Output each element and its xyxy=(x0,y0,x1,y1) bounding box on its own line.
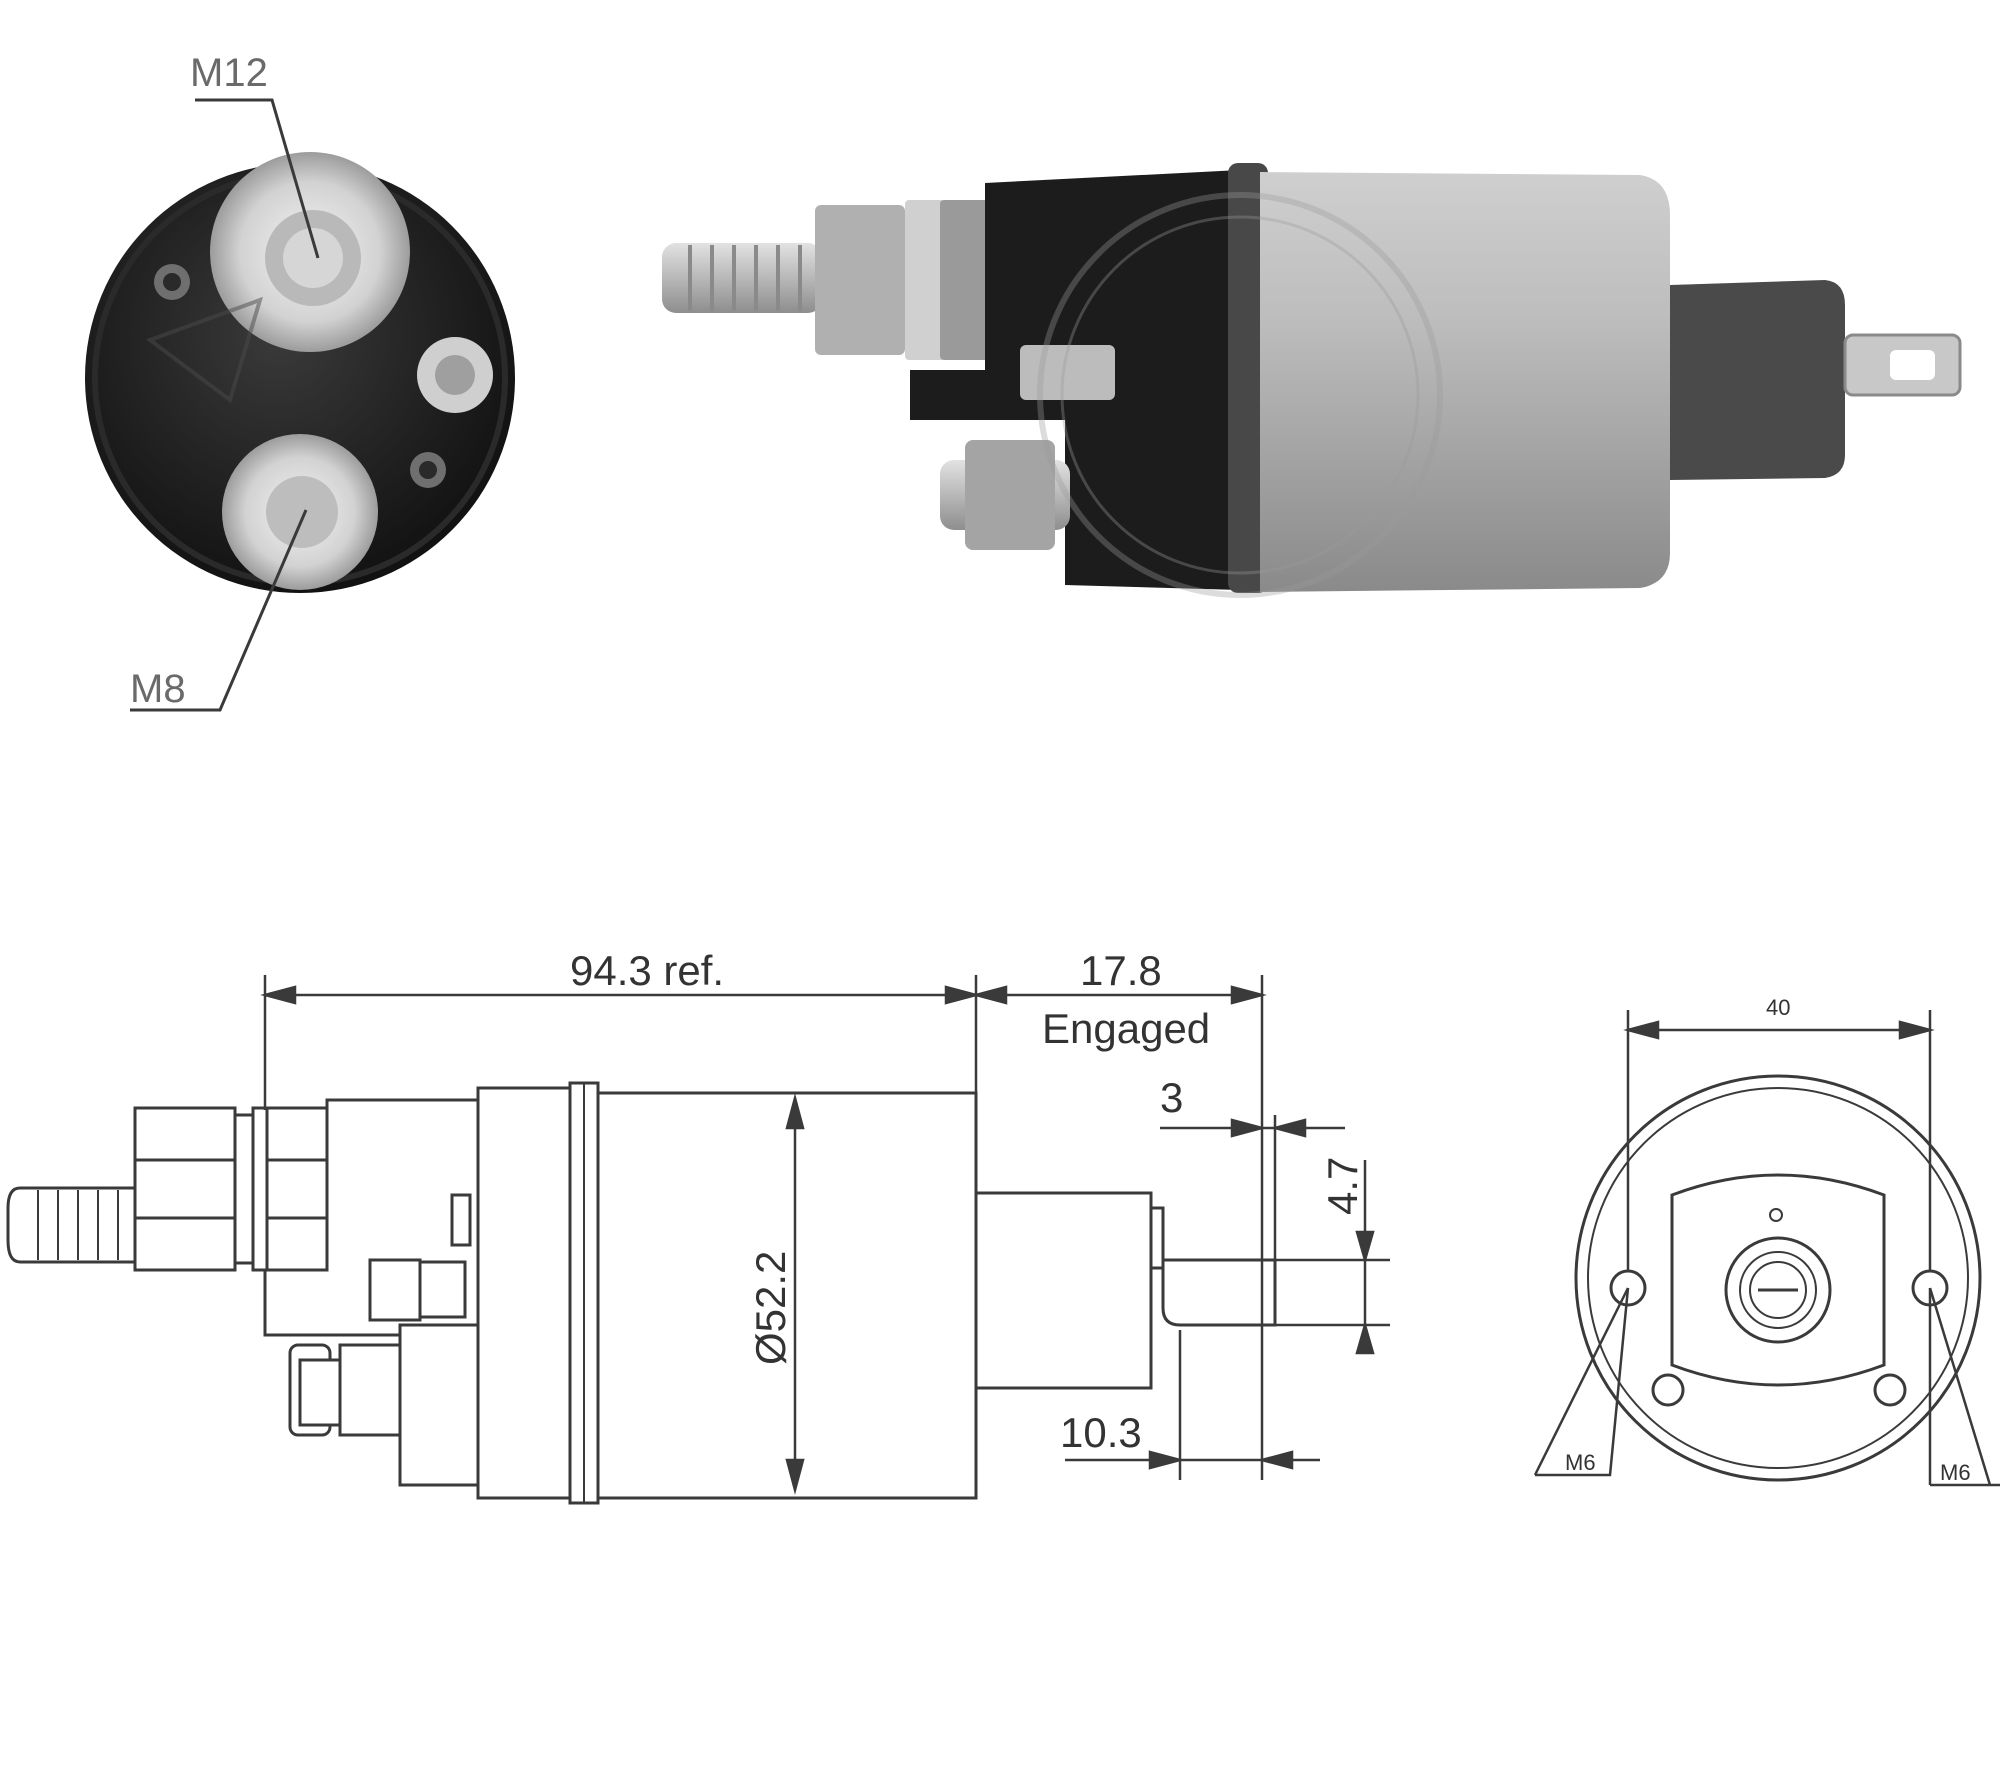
drawing-end-view xyxy=(1574,1074,1982,1482)
mounting-hole-icon xyxy=(1651,1373,1685,1407)
drawing-side-elevation xyxy=(6,1081,1277,1505)
dim-flange-spacing: 40 xyxy=(1766,995,1790,1020)
photo-side-view xyxy=(662,163,1962,598)
dim-length: 94.3 ref. xyxy=(570,947,724,994)
label-mount-left: M6 xyxy=(1565,1450,1596,1475)
label-m8: M8 xyxy=(130,667,186,711)
screw-icon xyxy=(410,452,446,488)
dimension-lines xyxy=(260,975,1390,1495)
photo-end-view: M12 M8 xyxy=(85,51,515,712)
end-view-dimensions xyxy=(1533,1010,2000,1487)
label-m12: M12 xyxy=(190,51,268,95)
label-mount-right: M6 xyxy=(1940,1460,1971,1485)
dim-stroke-note: Engaged xyxy=(1042,1005,1210,1052)
dim-gap: 3 xyxy=(1160,1074,1183,1121)
dimension-labels: 94.3 ref. 17.8 Engaged 3 4.7 10.3 Ø52.2 xyxy=(570,947,1366,1456)
dim-pin-length: 10.3 xyxy=(1060,1409,1142,1456)
dim-pin-width: 4.7 xyxy=(1319,1157,1366,1215)
mounting-hole-icon xyxy=(1873,1373,1907,1407)
screw-icon xyxy=(154,264,190,300)
dim-stroke: 17.8 xyxy=(1080,947,1162,994)
dim-diameter: Ø52.2 xyxy=(747,1251,794,1365)
